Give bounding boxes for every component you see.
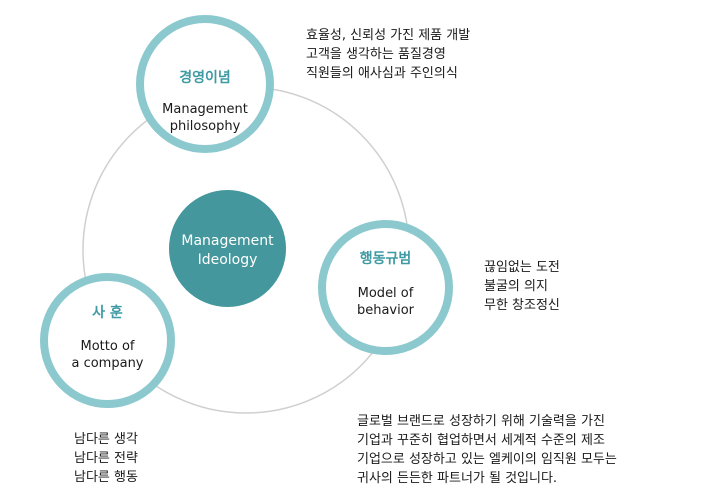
partner-line: 기업과 꾸준히 협업하면서 세계적 수준의 제조 <box>357 433 605 448</box>
behavior-line: 불굴의 의지 <box>484 279 548 294</box>
node-company-motto: 사 훈 Motto of a company <box>40 273 175 408</box>
motto-line: 남다른 전략 <box>74 451 138 466</box>
node-management-philosophy: 경영이념 Management philosophy <box>136 15 274 153</box>
behavior-title-ko: 행동규범 <box>359 251 412 267</box>
behavior-title-en: Model of behavior <box>356 286 415 318</box>
partner-line: 기업으로 성장하고 있는 엘케이의 임직원 모두는 <box>357 452 617 467</box>
philosophy-line: 직원들의 애사심과 주인의식 <box>306 66 458 81</box>
motto-line: 남다른 행동 <box>74 470 138 485</box>
partner-statement: 글로벌 브랜드로 성장하기 위해 기술력을 가진 기업과 꾸준히 협업하면서 세… <box>357 412 617 488</box>
philosophy-description: 효율성, 신뢰성 가진 제품 개발 고객을 생각하는 품질경영 직원들의 애사심… <box>306 26 470 83</box>
node-model-of-behavior: 행동규범 Model of behavior <box>318 220 453 355</box>
motto-title-ko: 사 훈 <box>92 305 123 321</box>
center-label: Management Ideology <box>181 233 274 268</box>
philosophy-title-en: Management philosophy <box>162 102 248 134</box>
behavior-description: 끊임없는 도전 불굴의 의지 무한 창조정신 <box>484 258 560 315</box>
philosophy-line: 고객을 생각하는 품질경영 <box>306 47 446 62</box>
motto-title-en: Motto of a company <box>71 339 144 371</box>
center-node: Management Ideology <box>169 190 286 307</box>
behavior-line: 끊임없는 도전 <box>484 260 560 275</box>
partner-line: 글로벌 브랜드로 성장하기 위해 기술력을 가진 <box>357 414 605 429</box>
philosophy-line: 효율성, 신뢰성 가진 제품 개발 <box>306 28 471 43</box>
behavior-line: 무한 창조정신 <box>484 298 560 313</box>
motto-line: 남다른 생각 <box>74 432 138 447</box>
partner-line: 귀사의 든든한 파트너가 될 것입니다. <box>357 471 558 486</box>
motto-description: 남다른 생각 남다른 전략 남다른 행동 <box>74 430 138 487</box>
philosophy-title-ko: 경영이념 <box>179 70 231 86</box>
